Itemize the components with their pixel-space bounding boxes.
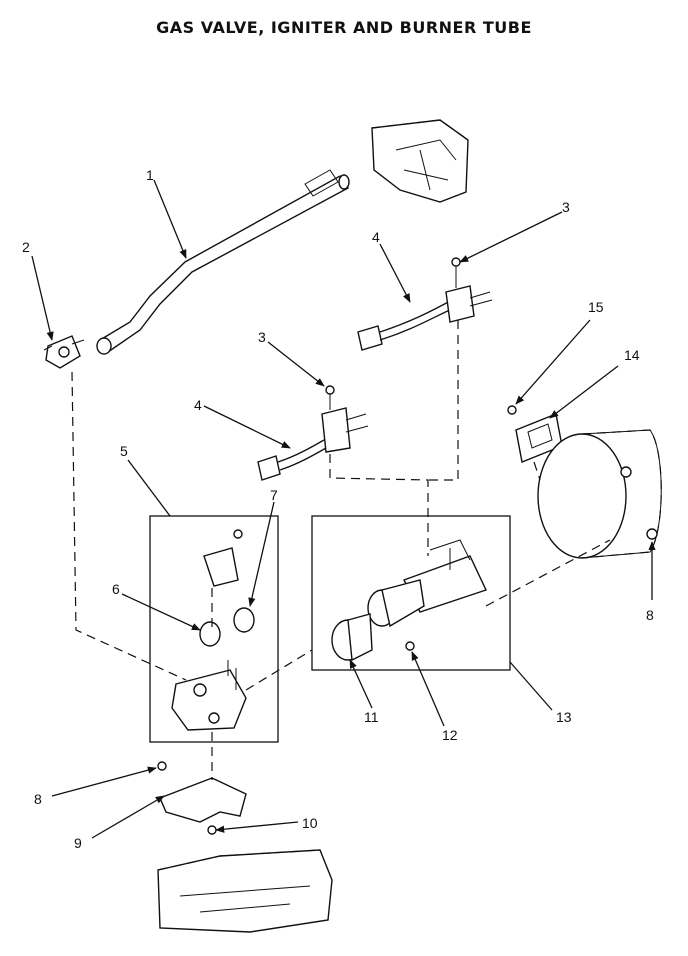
cabinet-base-bottom <box>157 849 333 933</box>
callout-2: 2 <box>22 239 30 255</box>
callout-1: 1 <box>146 167 154 183</box>
leader-lines <box>31 179 656 839</box>
diagram-title: GAS VALVE, IGNITER AND BURNER TUBE <box>156 18 532 37</box>
callout-6: 6 <box>112 581 120 597</box>
callout-13: 13 <box>556 709 572 725</box>
valve-mounting-bracket <box>157 761 247 835</box>
igniter-harness-upper <box>357 257 493 351</box>
callout-labels: 1 2 3 4 3 4 15 14 5 7 6 8 11 12 13 8 10 … <box>22 167 654 851</box>
callout-14: 14 <box>624 347 640 363</box>
callout-7: 7 <box>270 487 278 503</box>
burner-tube <box>96 169 350 355</box>
callout-3-upper: 3 <box>562 199 570 215</box>
igniter-harness-lower <box>257 385 369 481</box>
connection-lines <box>71 320 611 780</box>
pipe-fitting <box>43 335 85 369</box>
gas-valve-assembly-box <box>149 515 279 743</box>
callout-9: 9 <box>74 835 82 851</box>
igniter-bracket <box>507 405 563 463</box>
cabinet-bracket-top <box>371 119 469 203</box>
callout-8-left: 8 <box>34 791 42 807</box>
callout-15: 15 <box>588 299 604 315</box>
callout-5: 5 <box>120 443 128 459</box>
callout-12: 12 <box>442 727 458 743</box>
burner-housing <box>537 429 662 559</box>
callout-4-lower: 4 <box>194 397 202 413</box>
callout-11: 11 <box>364 709 379 725</box>
callout-3-lower: 3 <box>258 329 266 345</box>
igniter-assembly-box <box>311 515 511 671</box>
callout-4-upper: 4 <box>372 229 380 245</box>
callout-10: 10 <box>302 815 318 831</box>
callout-8-right: 8 <box>646 607 654 623</box>
